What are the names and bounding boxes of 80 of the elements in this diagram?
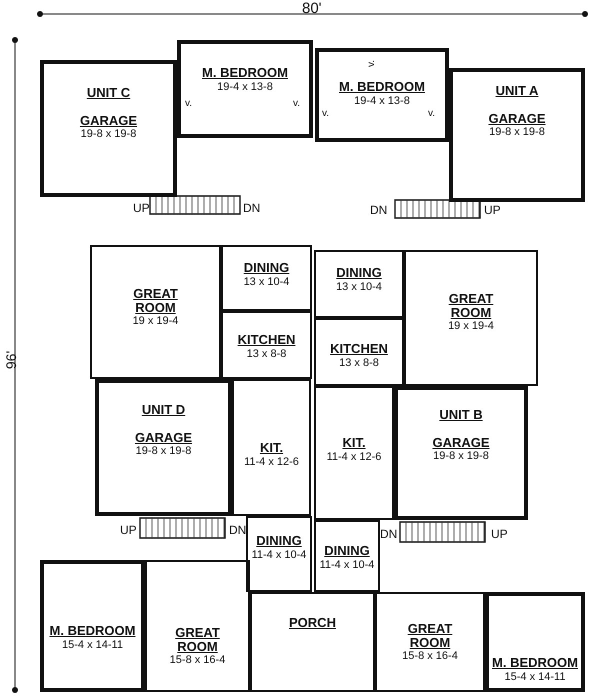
vault-mark: v. [185, 98, 192, 109]
room-dimensions: 19-4 x 13-8 [354, 94, 410, 107]
room-dimensions: 19-8 x 19-8 [489, 126, 545, 138]
room-outline [221, 245, 312, 311]
room-name: GREAT ROOM [132, 287, 179, 314]
stair-label: UP [484, 203, 501, 217]
room-name: GARAGE [80, 114, 138, 128]
room-dimensions: 13 x 10-4 [244, 276, 290, 288]
room-outline [40, 560, 145, 692]
room-outline [314, 386, 394, 520]
room-outline [315, 48, 449, 142]
room-name: GARAGE [488, 112, 546, 126]
room-dimensions: 13 x 8-8 [339, 356, 379, 369]
room-dimensions: 13 x 8-8 [246, 348, 286, 360]
dimension-label: 80' [302, 0, 322, 17]
unit-label: UNIT B [439, 408, 483, 422]
room-dimensions: 15-8 x 16-4 [402, 650, 458, 662]
stair-label: DN [229, 523, 246, 537]
unit-label: UNIT D [142, 403, 186, 417]
room-name: KITCHEN [238, 333, 296, 347]
room-outline [221, 311, 312, 379]
room-name: M. BEDROOM [492, 656, 578, 670]
room-dimensions: 15-8 x 16-4 [170, 654, 226, 666]
room-outline [485, 592, 585, 692]
room-name: PORCH [289, 616, 336, 630]
vault-mark: v. [428, 108, 436, 119]
room-name: DINING [336, 266, 382, 280]
room-dimensions: 11-4 x 10-4 [252, 548, 306, 561]
unit-label: UNIT A [496, 84, 538, 98]
room-name: DINING [256, 534, 302, 548]
room-name: DINING [324, 544, 370, 558]
room-dimensions: 11-4 x 10-4 [320, 558, 374, 571]
room-outline [90, 245, 221, 379]
room-dimensions: 19-8 x 19-8 [80, 128, 136, 140]
room-name: KIT. [260, 441, 284, 455]
room-dimensions: 11-4 x 12-6 [326, 450, 382, 463]
room-name: GARAGE [134, 430, 192, 444]
room-outline [314, 520, 380, 592]
vault-mark: v. [322, 108, 330, 119]
room-outline [449, 68, 585, 202]
room-outline [375, 592, 485, 692]
vault-mark: v. [293, 98, 300, 109]
room-name: DINING [244, 261, 290, 275]
room-outline [246, 516, 312, 592]
room-name: M. BEDROOM [202, 66, 288, 80]
unit-label: UNIT C [86, 86, 130, 100]
room-outline [95, 379, 232, 516]
room-outline [145, 560, 250, 692]
room-outline [314, 318, 404, 386]
stair-label: UP [491, 527, 508, 541]
room-name: GARAGE [432, 436, 490, 450]
stair-label: UP [133, 201, 150, 215]
room-dimensions: 19 x 19-4 [132, 315, 178, 328]
room-outline [404, 250, 538, 386]
room-outline [40, 60, 177, 197]
room-dimensions: 19-8 x 19-8 [136, 445, 192, 458]
room-dimensions: 11-4 x 12-6 [244, 456, 299, 468]
room-name: KIT. [342, 436, 366, 450]
room-outline [394, 386, 528, 520]
room-outline [314, 250, 404, 318]
room-outline [232, 379, 311, 516]
room-name: GREAT ROOM [448, 292, 494, 320]
vault-mark: v. [366, 60, 378, 68]
room-name: GREAT ROOM [406, 622, 454, 650]
room-dimensions: 19-8 x 19-8 [433, 450, 489, 462]
stair-label: DN [370, 203, 388, 217]
room-outline [177, 40, 313, 138]
room-outline [250, 592, 375, 692]
stair-label: DN [380, 527, 398, 541]
stair-label: DN [243, 201, 260, 215]
room-name: KITCHEN [330, 342, 388, 356]
room-dimensions: 15-4 x 14-11 [504, 670, 566, 683]
room-dimensions: 19 x 19-4 [448, 320, 494, 332]
room-dimensions: 15-4 x 14-11 [62, 638, 123, 651]
room-name: M. BEDROOM [339, 80, 425, 94]
room-dimensions: 19-4 x 13-8 [217, 80, 273, 93]
room-name: M. BEDROOM [50, 624, 136, 638]
room-dimensions: 13 x 10-4 [336, 280, 382, 293]
room-name: GREAT ROOM [174, 626, 221, 654]
stair-label: UP [120, 523, 137, 537]
